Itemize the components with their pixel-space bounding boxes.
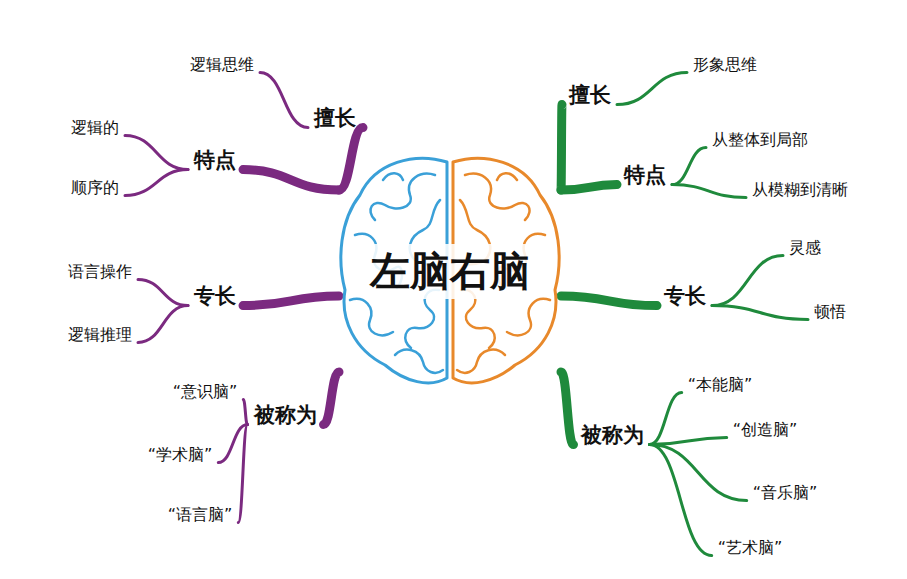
- leaf-label: “艺术脑”: [715, 536, 786, 561]
- leaf-label: 逻辑的: [68, 116, 122, 141]
- branch-text: 灵感: [786, 236, 824, 261]
- branch-text: 逻辑推理: [65, 323, 135, 348]
- leaf-label: 顿悟: [811, 300, 849, 325]
- branch-line: [672, 185, 746, 198]
- branch-line: [339, 128, 363, 190]
- branch-text: 形象思维: [690, 53, 760, 78]
- branch-line: [324, 372, 340, 425]
- branch-line: [712, 306, 808, 320]
- branch-text: 擅长: [310, 102, 360, 134]
- branch-text: 被称为: [250, 399, 321, 431]
- branch-text: “本能脑”: [685, 373, 756, 398]
- branch-text: 被称为: [577, 419, 648, 451]
- leaf-label: “创造脑”: [730, 418, 801, 443]
- leaf-label: “学术脑”: [145, 443, 216, 468]
- branch-text: 从模糊到清晰: [749, 178, 851, 203]
- branch-label: 擅长: [310, 102, 360, 134]
- branch-text: 逻辑思维: [187, 53, 257, 78]
- branch-line: [617, 73, 687, 105]
- branch-text: 专长: [660, 280, 710, 312]
- branch-line: [650, 445, 712, 556]
- branch-line: [561, 105, 562, 190]
- branch-line: [561, 296, 657, 306]
- branch-line: [650, 393, 682, 445]
- branch-label: 专长: [190, 280, 240, 312]
- leaf-label: “音乐脑”: [750, 481, 821, 506]
- brain-node: 左脑右脑: [335, 150, 565, 392]
- branch-text: “创造脑”: [730, 418, 801, 443]
- leaf-label: 语言操作: [65, 260, 135, 285]
- branch-line: [138, 306, 188, 343]
- branch-text: “艺术脑”: [715, 536, 786, 561]
- branch-text: 顿悟: [811, 300, 849, 325]
- branch-line: [243, 400, 247, 425]
- branch-text: “学术脑”: [145, 443, 216, 468]
- leaf-label: 逻辑思维: [187, 53, 257, 78]
- branch-label: 擅长: [565, 79, 615, 111]
- leaf-label: 顺序的: [68, 176, 122, 201]
- branch-text: 特点: [620, 159, 670, 191]
- central-topic: 左脑右脑: [364, 244, 536, 299]
- branch-label: 专长: [660, 280, 710, 312]
- branch-line: [125, 170, 188, 196]
- branch-line: [238, 425, 247, 523]
- branch-text: “音乐脑”: [750, 481, 821, 506]
- branch-line: [650, 438, 727, 445]
- branch-text: 逻辑的: [68, 116, 122, 141]
- branch-line: [243, 296, 339, 306]
- branch-line: [561, 372, 574, 445]
- branch-line: [561, 185, 617, 190]
- leaf-label: 从整体到局部: [709, 128, 811, 153]
- branch-label: 被称为: [577, 419, 648, 451]
- leaf-label: “语言脑”: [165, 503, 236, 528]
- branch-text: “语言脑”: [165, 503, 236, 528]
- branch-line: [125, 136, 188, 170]
- branch-text: 擅长: [565, 79, 615, 111]
- leaf-label: 灵感: [786, 236, 824, 261]
- branch-line: [260, 73, 308, 128]
- branch-text: 特点: [190, 144, 240, 176]
- branch-label: 被称为: [250, 399, 321, 431]
- branch-line: [672, 148, 706, 185]
- branch-line: [712, 256, 783, 306]
- branch-label: 特点: [190, 144, 240, 176]
- branch-text: 专长: [190, 280, 240, 312]
- leaf-label: “本能脑”: [685, 373, 756, 398]
- branch-label: 特点: [620, 159, 670, 191]
- branch-text: 从整体到局部: [709, 128, 811, 153]
- leaf-label: “意识脑”: [170, 380, 241, 405]
- leaf-label: 从模糊到清晰: [749, 178, 851, 203]
- branch-text: 顺序的: [68, 176, 122, 201]
- branch-text: 语言操作: [65, 260, 135, 285]
- branch-line: [243, 170, 339, 190]
- leaf-label: 逻辑推理: [65, 323, 135, 348]
- branch-text: “意识脑”: [170, 380, 241, 405]
- branch-line: [138, 280, 188, 306]
- leaf-label: 形象思维: [690, 53, 760, 78]
